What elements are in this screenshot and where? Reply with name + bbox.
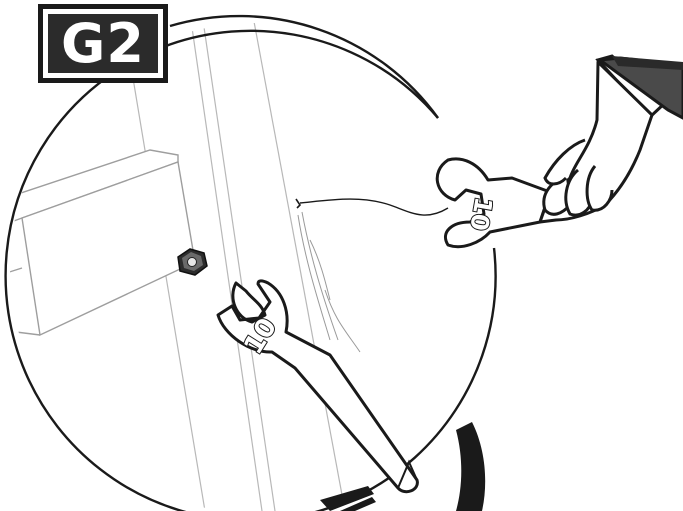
wrench-hand-size-label: 10 [464, 195, 497, 233]
step-badge-label: G2 [48, 14, 158, 73]
hand [540, 56, 683, 222]
wrench-nut: 10 [218, 281, 417, 492]
step-badge: G2 [38, 4, 168, 83]
leader-line [300, 199, 448, 215]
pencil-marks [298, 212, 360, 352]
wrench-hand: 10 [437, 159, 550, 247]
side-board [0, 150, 195, 335]
bolt-head-mark [296, 199, 300, 208]
